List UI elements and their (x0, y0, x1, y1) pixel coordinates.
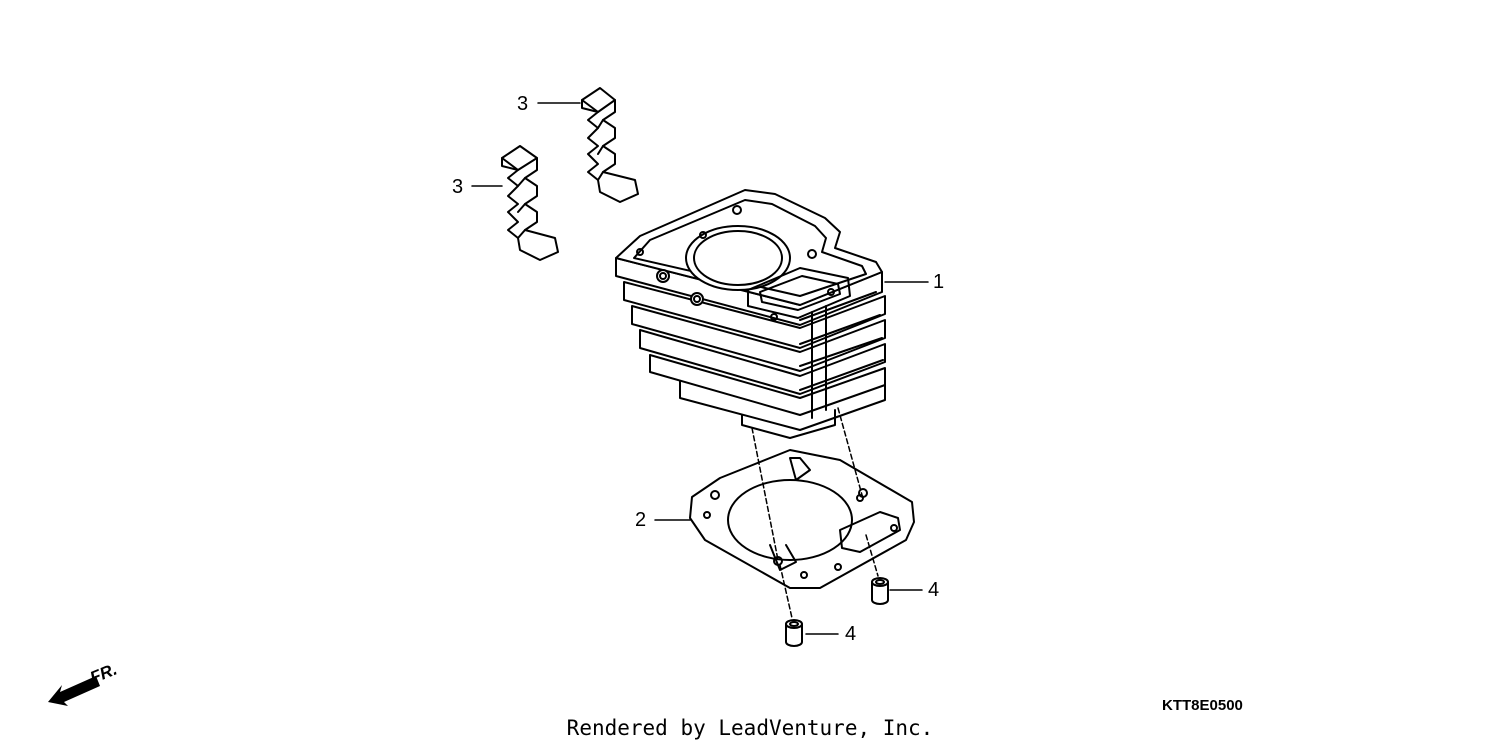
front-direction-arrow-icon (48, 676, 100, 706)
fin-damper-upper (581, 87, 639, 203)
gasket-part (689, 449, 915, 589)
callout-4-left: 4 (845, 623, 857, 645)
footer-credit: Rendered by LeadVenture, Inc. (566, 716, 934, 740)
callout-3-lower: 3 (452, 176, 464, 198)
diagram-code: KTT8E0500 (1162, 697, 1243, 714)
callout-2: 2 (635, 509, 647, 531)
cylinder-part (615, 189, 886, 439)
callout-1: 1 (933, 271, 945, 293)
dowel-pin-left (785, 619, 803, 647)
dowel-pin-right (871, 577, 889, 605)
callout-4-right: 4 (928, 579, 940, 601)
fin-damper-lower (501, 145, 559, 261)
callout-leaders (471, 102, 929, 635)
callout-3-upper: 3 (517, 93, 529, 115)
